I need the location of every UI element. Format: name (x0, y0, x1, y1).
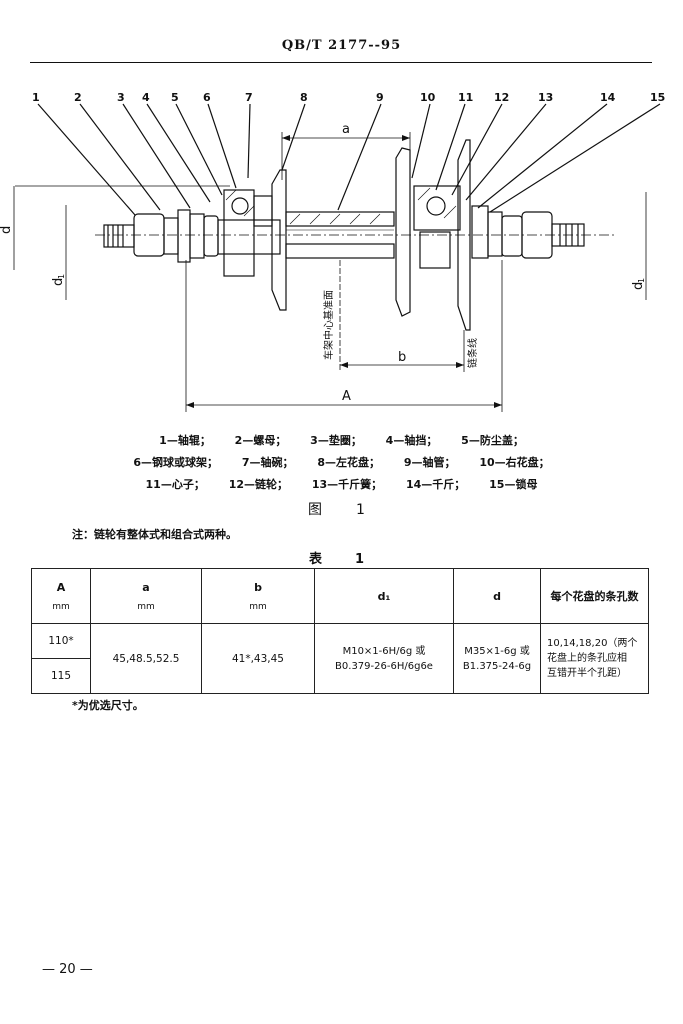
cell-d1: M10×1-6H/6g 或 B0.379-26-6H/6g6e (314, 623, 454, 694)
dim-d1-right: d (631, 282, 646, 290)
legend-item: 2—螺母； (234, 434, 287, 447)
col-header-d: d (453, 568, 541, 624)
dim-d: d (0, 226, 14, 234)
col-header-b: b mm (201, 568, 315, 624)
callout-15: 15 (650, 91, 665, 104)
col-header-a: a mm (90, 568, 202, 624)
legend-item: 5—防尘盖； (461, 434, 524, 447)
callout-9: 9 (376, 91, 384, 104)
table-row: 110* 45,48.5,52.5 41*,43,45 M10×1-6H/6g … (31, 623, 649, 694)
legend-row-2: 6—钢球或球架； 7—轴碗； 8—左花盘； 9—轴管； 10—右花盘； (0, 452, 683, 474)
callout-7: 7 (245, 91, 253, 104)
legend-item: 3—垫圈； (310, 434, 362, 447)
dim-d1-right-sub: 1 (637, 278, 646, 283)
legend-row-3: 11—心子； 12—链轮； 13—千斤簧； 14—千斤； 15—锁母 (0, 474, 683, 496)
callout-10: 10 (420, 91, 436, 104)
col-header-hole-count: 每个花盘的条孔数 (540, 568, 649, 624)
legend-item: 7—轴碗； (241, 456, 294, 469)
dim-a: a (342, 122, 350, 137)
legend-item: 1—轴辊； (159, 434, 211, 447)
legend-item: 13—千斤簧； (311, 478, 383, 491)
table-header-row: A mm a mm b mm d₁ d 每个花盘的条孔数 (31, 568, 649, 624)
callout-3: 3 (117, 91, 125, 104)
dim-b: b (398, 350, 406, 365)
cell-A: 110* (31, 623, 91, 659)
dim-d1-left-sub: 1 (57, 274, 66, 279)
callout-6: 6 (203, 91, 211, 104)
page-number: — 20 — (42, 962, 93, 977)
table-caption: 表 1 (308, 552, 375, 567)
standard-header: QB/T 2177--95 (281, 38, 402, 53)
table-row: 115 (31, 658, 649, 694)
callout-4: 4 (142, 91, 150, 104)
callout-12: 12 (494, 91, 509, 104)
cell-hole-count: 10,14,18,20（两个 花盘上的条孔应相 互错开半个孔距） (540, 623, 649, 694)
cell-b: 41*,43,45 (201, 623, 315, 694)
callout-8: 8 (300, 91, 308, 104)
legend-item: 11—心子； (145, 478, 205, 491)
callout-2: 2 (74, 91, 82, 104)
figure-caption: 图 1 (308, 502, 375, 518)
legend-item: 15—锁母 (489, 478, 538, 491)
legend-item: 4—轴挡； (385, 434, 438, 447)
cell-A: 115 (31, 658, 91, 694)
cell-d: M35×1-6g 或 B1.375-24-6g (453, 623, 541, 694)
legend-item: 8—左花盘； (317, 456, 380, 469)
callout-5: 5 (171, 91, 179, 104)
legend-item: 10—右花盘； (479, 456, 550, 469)
center-plane-label: 车架中心基准面 (322, 290, 335, 360)
legend-item: 12—链轮； (228, 478, 288, 491)
header-rule (30, 62, 652, 63)
spec-table: A mm a mm b mm d₁ d 每个花盘的条孔数 110* 45,48.… (31, 568, 649, 694)
callout-13: 13 (538, 91, 553, 104)
dim-d1-left: d (51, 278, 66, 286)
cell-a: 45,48.5,52.5 (90, 623, 202, 694)
callout-11: 11 (458, 91, 473, 104)
dim-A: A (342, 389, 351, 404)
col-header-A: A mm (31, 568, 91, 624)
chain-line-label: 链条线 (466, 338, 479, 368)
hub-assembly-drawing: 1 2 3 4 5 6 7 8 9 10 11 12 13 14 15 a b … (0, 91, 665, 412)
callout-14: 14 (600, 91, 616, 104)
legend-item: 9—轴管； (403, 456, 456, 469)
footnote: *为优选尺寸。 (72, 699, 144, 712)
note-text: 注：链轮有整体式和组合式两种。 (72, 528, 237, 541)
legend-row-1: 1—轴辊； 2—螺母； 3—垫圈； 4—轴挡； 5—防尘盖； (0, 430, 683, 452)
col-header-d1: d₁ (314, 568, 454, 624)
legend-item: 14—千斤； (406, 478, 466, 491)
callout-1: 1 (32, 91, 40, 104)
legend-item: 6—钢球或球架； (133, 456, 218, 469)
